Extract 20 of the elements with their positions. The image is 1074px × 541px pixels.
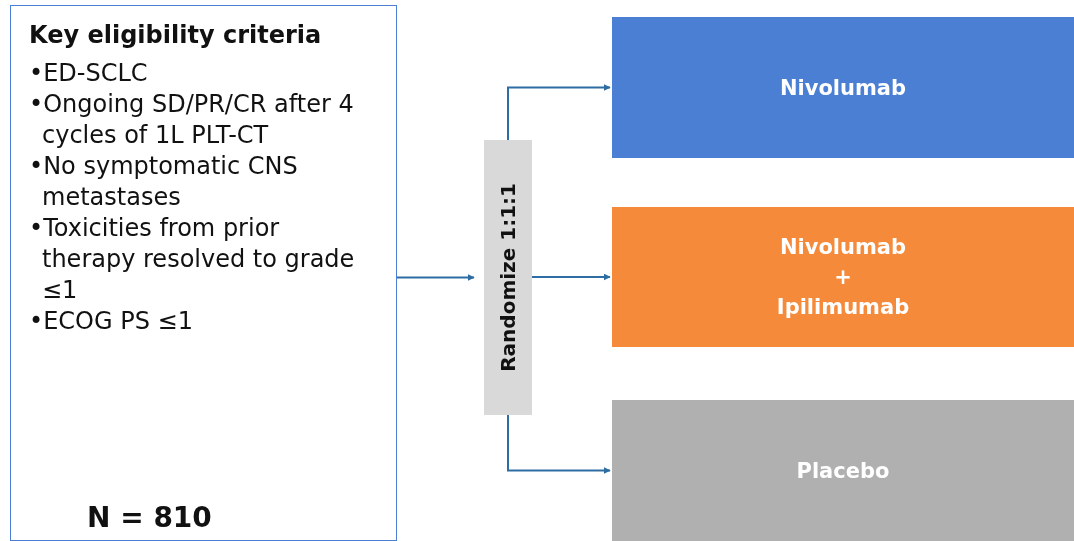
arm-label: Nivolumab xyxy=(779,74,907,102)
arm-label: Nivolumab + Ipilimumab xyxy=(776,234,910,321)
randomization-label: Randomize 1:1:1 xyxy=(496,183,520,372)
treatment-arm-box xyxy=(612,17,1074,158)
criterion-text: •Toxicities from prior therapy resolved to grade ≤1 xyxy=(29,213,356,306)
arm-label: Placebo xyxy=(796,457,890,485)
treatment-arm-box xyxy=(612,400,1074,541)
criterion-text: •ECOG PS ≤1 xyxy=(29,306,194,337)
sample-size: N = 810 xyxy=(87,502,212,533)
arrow xyxy=(507,84,611,141)
criterion-text: •No symptomatic CNS metastases xyxy=(29,151,299,213)
criteria-heading: Key eligibility criteria xyxy=(29,20,322,51)
arrow xyxy=(531,273,611,281)
criterion-text: •ED-SCLC xyxy=(29,58,149,89)
arrow xyxy=(396,274,475,281)
randomization-bar xyxy=(484,140,532,415)
treatment-arm-box xyxy=(612,207,1074,347)
criterion-text: •Ongoing SD/PR/CR after 4 cycles of 1L PLT-CT xyxy=(29,89,355,151)
arrow xyxy=(507,414,611,474)
criteria-box xyxy=(10,5,397,541)
